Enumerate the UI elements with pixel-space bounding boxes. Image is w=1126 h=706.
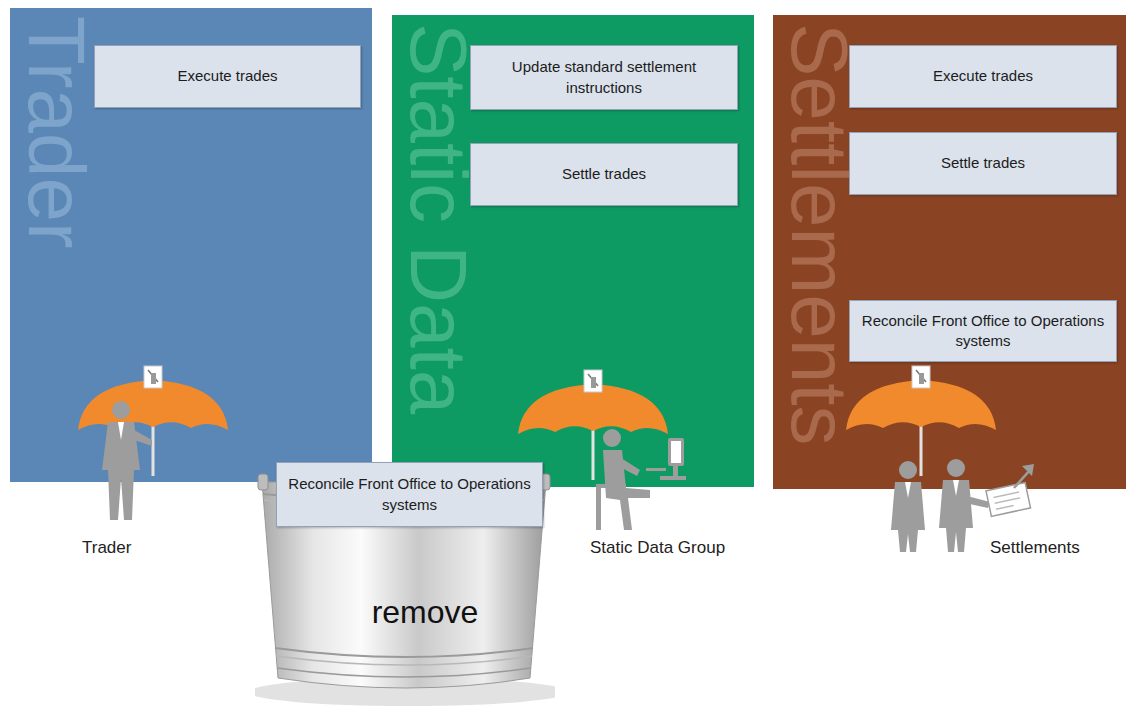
role-label: Static Data Group xyxy=(590,538,725,558)
remove-bucket: remove Reconcile Front Office to Operatio… xyxy=(255,455,555,706)
role-panel: SettlementsSettlementsExecute tradesSett… xyxy=(773,15,1126,489)
task-box: Settle trades xyxy=(470,143,738,206)
role-panel: TraderTraderExecute trades xyxy=(10,8,372,482)
task-text: Execute trades xyxy=(177,66,277,86)
task-box: Reconcile Front Office to Operations sys… xyxy=(849,300,1117,362)
task-box: Reconcile Front Office to Operations sys… xyxy=(276,462,543,527)
task-text: Settle trades xyxy=(941,153,1025,173)
task-box: Update standard settlement instructions xyxy=(470,45,738,110)
task-box: Settle trades xyxy=(849,132,1117,195)
task-text: Reconcile Front Office to Operations sys… xyxy=(860,311,1106,352)
task-text: Reconcile Front Office to Operations sys… xyxy=(287,474,532,515)
bucket-label: remove xyxy=(372,594,479,630)
watermark-text: Settlements xyxy=(779,23,859,445)
task-box: Execute trades xyxy=(94,45,361,108)
task-box: Execute trades xyxy=(849,45,1117,108)
watermark-text: Static Data xyxy=(398,23,478,414)
task-text: Settle trades xyxy=(562,164,646,184)
watermark-text: Trader xyxy=(16,16,96,249)
role-label: Settlements xyxy=(990,538,1080,558)
task-text: Update standard settlement instructions xyxy=(481,57,727,98)
role-label: Trader xyxy=(82,538,131,558)
role-panel: Static DataStatic Data GroupUpdate stand… xyxy=(392,15,754,487)
task-text: Execute trades xyxy=(933,66,1033,86)
